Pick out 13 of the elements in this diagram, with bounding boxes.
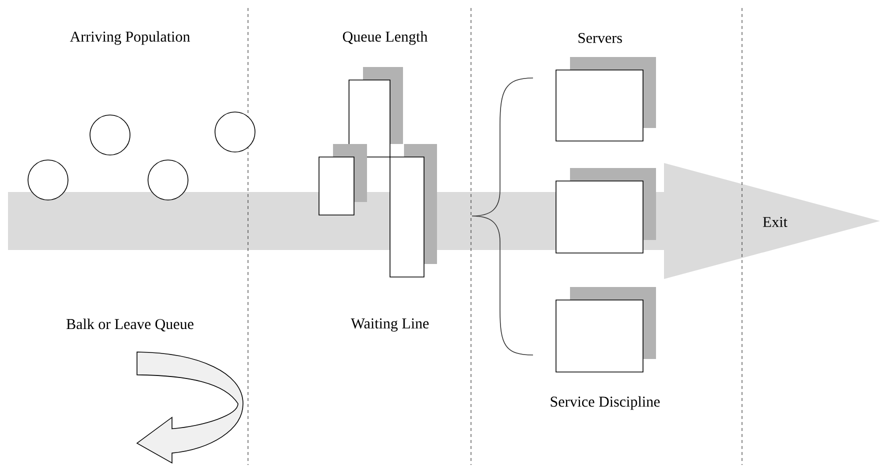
circle	[214, 112, 256, 152]
label: Arriving Population	[70, 31, 190, 45]
server-box	[556, 287, 656, 372]
queue-box	[318, 144, 367, 216]
server-box	[556, 168, 656, 254]
queue-box	[390, 144, 437, 278]
server-box	[556, 57, 656, 142]
label: Exit	[762, 216, 788, 228]
circle	[90, 114, 130, 156]
label: Balk or Leave Queue	[66, 318, 194, 332]
circle	[148, 160, 188, 200]
queue-box	[348, 67, 403, 158]
circle	[28, 160, 68, 200]
